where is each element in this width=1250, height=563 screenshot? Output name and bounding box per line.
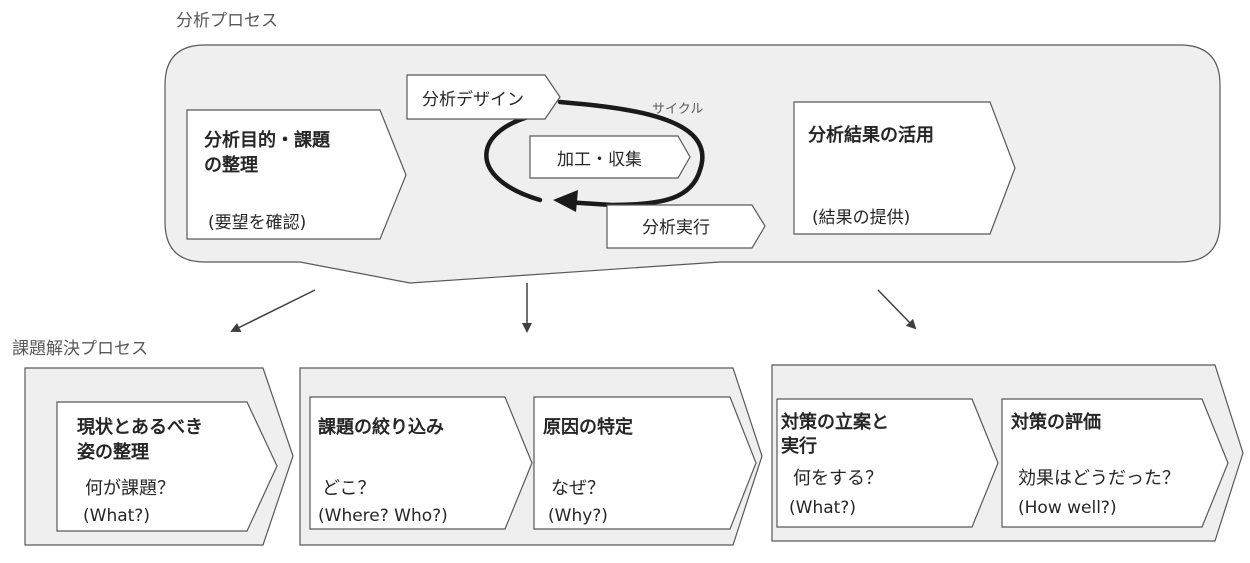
evaluation-title: 対策の評価 (1010, 411, 1101, 433)
evaluation-english: (How well?) (1018, 498, 1117, 518)
current-state-title-line1: 現状とあるべき (77, 416, 203, 438)
purpose-note: (要望を確認) (208, 213, 306, 233)
countermeasure-question: 何をする？ (793, 468, 883, 489)
analysis-process-title: 分析プロセス (176, 11, 278, 31)
result-title: 分析結果の活用 (808, 124, 934, 146)
design-label: 分析デザイン (422, 89, 524, 110)
processing-card: 加工・収集 (529, 135, 691, 179)
countermeasure-title-line2: 実行 (781, 435, 817, 457)
countermeasure-english: (What?) (789, 498, 856, 518)
execution-label: 分析実行 (642, 218, 710, 238)
countermeasure-title-line1: 対策の立案と (780, 411, 889, 433)
narrowing-card: 課題の絞り込み どこ？ (Where? Who?) (309, 396, 533, 530)
result-note: (結果の提供) (812, 208, 910, 228)
purpose-title-line1: 分析目的・課題 (204, 129, 331, 151)
cause-title: 原因の特定 (543, 416, 633, 438)
problem-solving-title: 課題解決プロセス (12, 339, 148, 359)
narrowing-title: 課題の絞り込み (318, 416, 444, 438)
current-state-question: 何が課題？ (85, 478, 175, 499)
result-card: 分析結果の活用 (結果の提供) (793, 101, 1016, 235)
cause-question: なぜ？ (551, 478, 605, 499)
arrow-to-right-group (877, 289, 917, 330)
narrowing-english: (Where? Who?) (318, 506, 448, 526)
narrowing-question: どこ？ (322, 478, 375, 499)
cycle-loop: サイクル (484, 99, 705, 212)
countermeasure-card: 対策の立案と 実行 何をする？ (What?) (776, 398, 999, 528)
current-state-title-line2: 姿の整理 (77, 441, 149, 463)
execution-card: 分析実行 (606, 204, 766, 249)
purpose-card: 分析目的・課題 の整理 (要望を確認) (186, 109, 407, 240)
arrow-to-left-group (230, 289, 316, 332)
purpose-title-line2: の整理 (204, 154, 258, 176)
evaluation-question: 効果はどうだった？ (1018, 468, 1180, 489)
processing-label: 加工・収集 (557, 150, 642, 170)
cause-card: 原因の特定 なぜ？ (Why?) (533, 396, 757, 530)
design-card: 分析デザイン (406, 74, 561, 120)
current-state-card: 現状とあるべき 姿の整理 何が課題？ (What?) (56, 401, 278, 532)
cycle-label: サイクル (652, 102, 703, 117)
current-state-english: (What?) (83, 506, 150, 526)
evaluation-card: 対策の評価 効果はどうだった？ (How well?) (1001, 398, 1229, 528)
cause-english: (Why?) (548, 506, 608, 526)
